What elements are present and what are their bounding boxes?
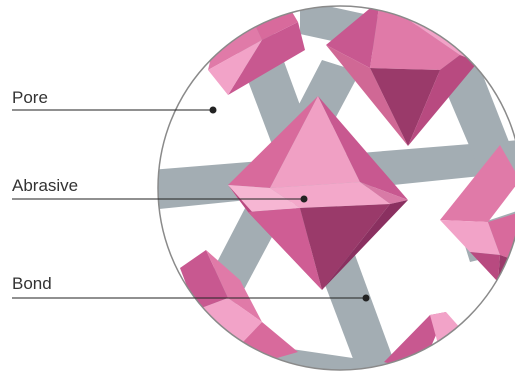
- abrasive-label: Abrasive: [12, 176, 78, 195]
- pore-label: Pore: [12, 88, 48, 107]
- bond-label: Bond: [12, 274, 52, 293]
- pore-marker-dot: [210, 107, 217, 114]
- abrasive-marker-dot: [301, 196, 308, 203]
- magnified-view: [150, 0, 515, 372]
- bond-marker-dot: [363, 295, 370, 302]
